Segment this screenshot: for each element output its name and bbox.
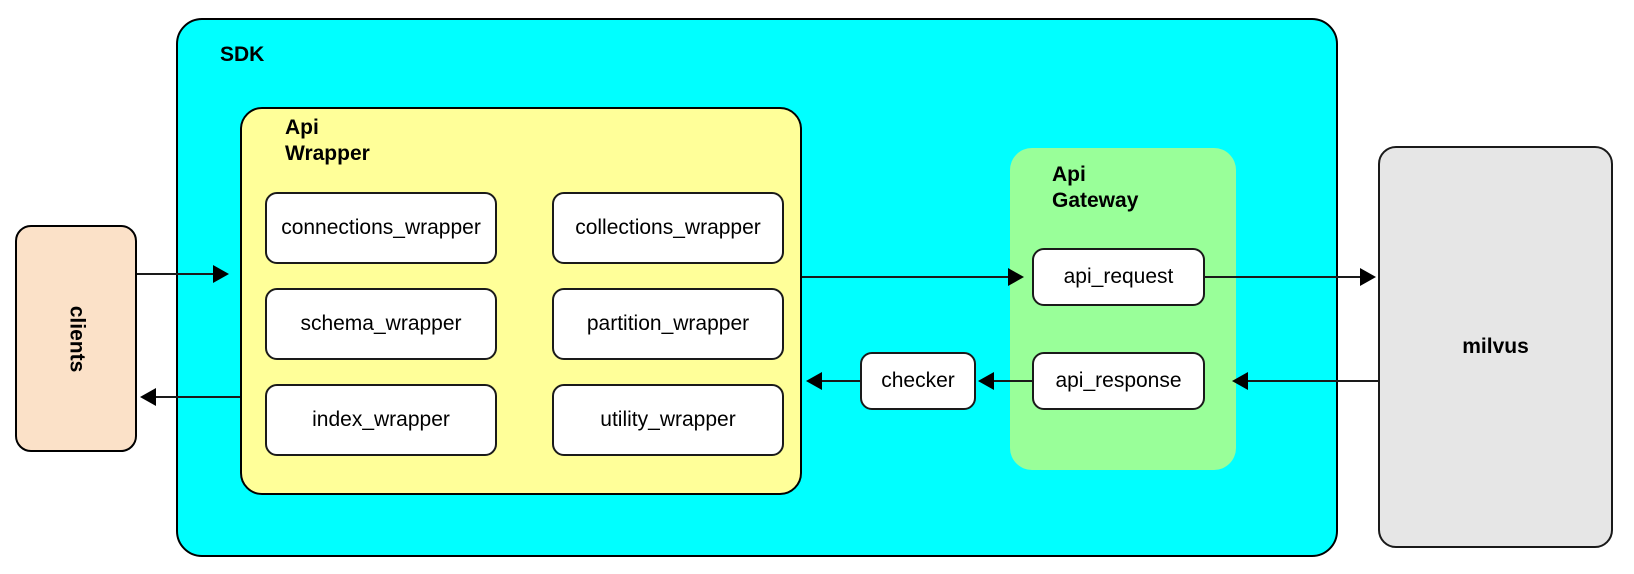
partition-wrapper-label: partition_wrapper: [586, 312, 750, 336]
connections-wrapper-label: connections_wrapper: [281, 216, 481, 240]
node-utility-wrapper[interactable]: utility_wrapper: [552, 384, 784, 456]
edge-checker-to-wrapper: [822, 380, 860, 382]
edge-wrapper-to-api-request-arrowhead: [1008, 268, 1024, 286]
api-gateway-title: Api Gateway: [1052, 163, 1139, 212]
edge-wrapper-to-api-request: [802, 276, 1014, 278]
index-wrapper-label: index_wrapper: [312, 408, 450, 432]
container-api-gateway[interactable]: [1010, 148, 1236, 470]
node-milvus[interactable]: milvus: [1378, 146, 1613, 548]
clients-label: clients: [65, 305, 88, 372]
schema-wrapper-label: schema_wrapper: [300, 312, 462, 336]
edge-api-request-to-milvus: [1205, 276, 1365, 278]
api-request-label: api_request: [1063, 265, 1174, 289]
node-api-response[interactable]: api_response: [1032, 352, 1205, 410]
edge-clients-to-wrapper: [137, 273, 219, 275]
node-checker[interactable]: checker: [860, 352, 976, 410]
api-wrapper-title: Api Wrapper: [285, 116, 370, 165]
checker-label: checker: [881, 369, 955, 393]
edge-api-response-to-checker-arrowhead: [978, 372, 994, 390]
collections-wrapper-label: collections_wrapper: [575, 216, 761, 240]
edge-milvus-to-api-response: [1248, 380, 1380, 382]
edge-checker-to-wrapper-arrowhead: [806, 372, 822, 390]
edge-milvus-to-api-response-arrowhead: [1232, 372, 1248, 390]
edge-api-response-to-checker: [994, 380, 1034, 382]
node-collections-wrapper[interactable]: collections_wrapper: [552, 192, 784, 264]
edge-wrapper-to-clients: [155, 396, 240, 398]
node-schema-wrapper[interactable]: schema_wrapper: [265, 288, 497, 360]
edge-api-request-to-milvus-arrowhead: [1360, 268, 1376, 286]
milvus-label: milvus: [1462, 335, 1529, 358]
node-api-request[interactable]: api_request: [1032, 248, 1205, 306]
node-partition-wrapper[interactable]: partition_wrapper: [552, 288, 784, 360]
sdk-title: SDK: [220, 43, 265, 66]
api-response-label: api_response: [1055, 369, 1182, 393]
node-index-wrapper[interactable]: index_wrapper: [265, 384, 497, 456]
node-clients[interactable]: clients: [15, 225, 137, 452]
utility-wrapper-label: utility_wrapper: [600, 408, 736, 432]
edge-clients-to-wrapper-arrowhead: [213, 265, 229, 283]
edge-wrapper-to-clients-arrowhead: [140, 388, 156, 406]
node-connections-wrapper[interactable]: connections_wrapper: [265, 192, 497, 264]
